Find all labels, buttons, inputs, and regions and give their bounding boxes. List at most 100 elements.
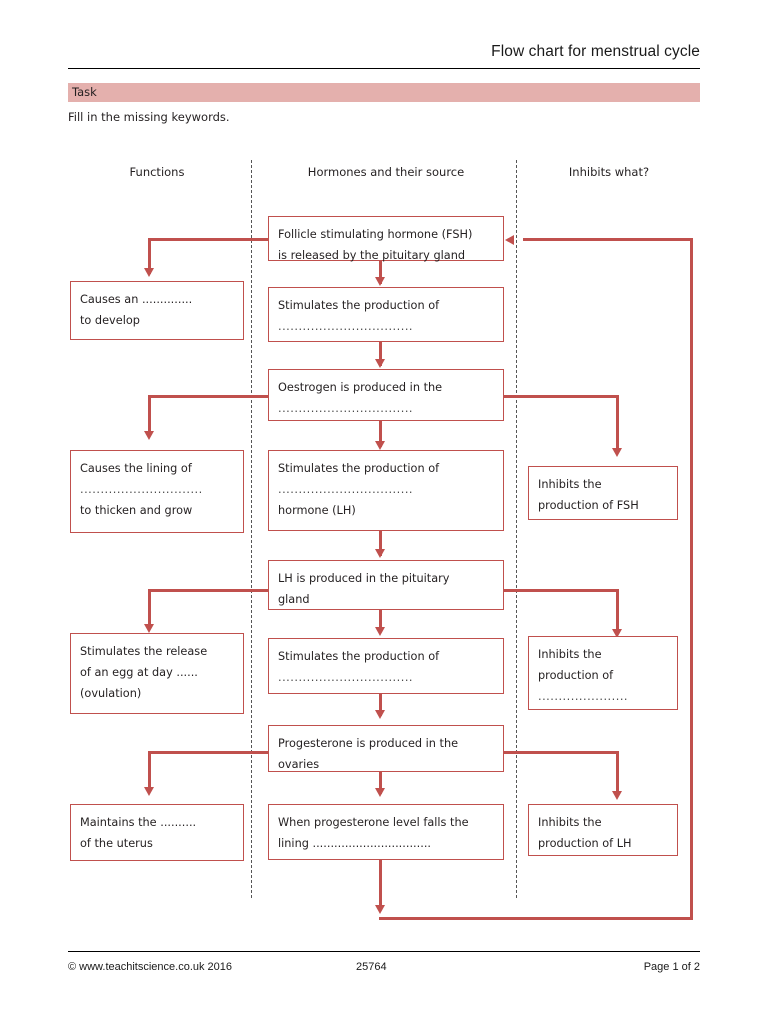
box-line: gland <box>278 592 310 606</box>
arrow-falls-to-loop <box>375 905 385 914</box>
box-line: Stimulates the release <box>80 645 208 658</box>
arrow-progesterone-to-function <box>144 787 154 796</box>
box-blank-dots: .............................. <box>80 482 203 496</box>
connector-progesterone-to-function-h <box>148 751 270 754</box>
footer-copyright: © www.teachitscience.co.uk 2016 <box>68 961 233 973</box>
connector-oestrogen-to-inhibits-h <box>503 395 619 398</box>
connector-fsh-to-function-h <box>148 238 270 241</box>
box-line: Stimulates the production of <box>278 462 440 475</box>
column-header-functions: Functions <box>129 165 185 179</box>
box-oestrogen-inhibits[interactable]: Inhibits the production of FSH <box>528 466 678 520</box>
arrow-lh-stimulates-to-lh-source <box>375 549 385 558</box>
box-oestrogen-stimulates[interactable]: Stimulates the production of ...........… <box>268 450 504 531</box>
connector-lh-source-to-stimulates <box>379 610 382 632</box>
box-lh-function[interactable]: Stimulates the release of an egg at day … <box>70 633 244 714</box>
arrow-oestrogen-to-function <box>144 431 154 440</box>
column-divider-left <box>251 160 252 898</box>
box-line: of an egg at day ...... <box>80 665 198 679</box>
box-blank-dots: ................................. <box>278 319 414 333</box>
connector-stimulates-to-oestrogen <box>379 342 382 366</box>
arrow-lh-source-to-stimulates <box>375 627 385 636</box>
box-line: Maintains the .......... <box>80 816 197 829</box>
connector-oestrogen-to-function-h <box>148 395 270 398</box>
connector-lh-to-inhibits-h <box>503 589 619 592</box>
box-line: Follicle stimulating hormone (FSH) <box>278 228 473 241</box>
box-line: of the uterus <box>80 836 153 850</box>
box-progesterone-source[interactable]: Progesterone is produced in the ovaries <box>268 725 504 772</box>
connector-lh-to-inhibits-v <box>616 589 619 632</box>
box-line: production of FSH <box>538 498 639 512</box>
arrow-fsh-to-function <box>144 268 154 277</box>
box-progesterone-falls[interactable]: When progesterone level falls the lining… <box>268 804 504 860</box>
connector-progesterone-to-function-v <box>148 751 151 791</box>
arrow-lh-to-function <box>144 624 154 633</box>
connector-oestrogen-to-inhibits-v <box>616 395 619 451</box>
box-fsh-function[interactable]: Causes an .............. to develop <box>70 281 244 340</box>
connector-progesterone-to-inhibits-h <box>503 751 619 754</box>
box-line: Stimulates the production of <box>278 299 440 312</box>
page-title: Flow chart for menstrual cycle <box>491 43 700 60</box>
box-line: Oestrogen is produced in the <box>278 381 443 394</box>
box-lh-stimulates[interactable]: Stimulates the production of ...........… <box>268 638 504 694</box>
connector-stimulates-to-progesterone <box>379 694 382 716</box>
task-banner-label: Task <box>72 85 97 99</box>
connector-lh-stimulates-to-lh-source <box>379 530 382 556</box>
feedback-loop-bottom-return <box>379 917 693 920</box>
box-line: When progesterone level falls the <box>278 816 469 829</box>
column-header-inhibits: Inhibits what? <box>568 165 650 179</box>
box-progesterone-inhibits[interactable]: Inhibits the production of LH <box>528 804 678 856</box>
task-banner: Task <box>68 83 700 102</box>
arrow-progesterone-to-inhibits <box>612 791 622 800</box>
footer-divider-rule <box>68 951 700 952</box>
box-lh-source[interactable]: LH is produced in the pituitary gland <box>268 560 504 610</box>
box-line: ovaries <box>278 757 320 771</box>
connector-oestrogen-to-function-v <box>148 395 151 436</box>
box-line: Causes an .............. <box>80 293 193 306</box>
arrow-lh-to-inhibits <box>612 629 622 638</box>
connector-progesterone-to-inhibits-v <box>616 751 619 794</box>
box-blank-dots: ................................. <box>278 401 414 415</box>
feedback-loop-into-fsh <box>523 238 693 241</box>
box-line: production of <box>538 668 614 682</box>
box-line: (ovulation) <box>80 686 142 700</box>
connector-falls-to-loop <box>379 858 382 910</box>
box-blank-dots: ................................. <box>278 482 414 496</box>
box-line: Causes the lining of <box>80 462 192 475</box>
column-divider-right <box>516 160 517 898</box>
box-line: hormone (LH) <box>278 503 356 517</box>
box-blank-dots: ...................... <box>538 689 629 703</box>
feedback-loop-arrowhead-into-fsh <box>505 235 514 245</box>
connector-fsh-to-stimulates <box>379 260 382 284</box>
connector-lh-to-function-v <box>148 589 151 628</box>
connector-fsh-to-function-v <box>148 238 151 274</box>
box-line: lining ................................. <box>278 836 431 850</box>
box-oestrogen-source[interactable]: Oestrogen is produced in the ...........… <box>268 369 504 421</box>
connector-lh-to-function-h <box>148 589 270 592</box>
box-progesterone-function[interactable]: Maintains the .......... of the uterus <box>70 804 244 861</box>
box-fsh-stimulates[interactable]: Stimulates the production of ...........… <box>268 287 504 342</box>
box-line: production of LH <box>538 836 632 850</box>
box-line: to develop <box>80 313 140 327</box>
box-line: Stimulates the production of <box>278 650 440 663</box>
arrow-oestrogen-to-lh-stimulates <box>375 441 385 450</box>
box-line: Progesterone is produced in the <box>278 737 459 750</box>
connector-oestrogen-to-lh-stimulates <box>379 420 382 447</box>
box-line: Inhibits the <box>538 816 602 829</box>
box-line: LH is produced in the pituitary <box>278 572 450 585</box>
box-fsh-source[interactable]: Follicle stimulating hormone (FSH) is re… <box>268 216 504 262</box>
task-instruction: Fill in the missing keywords. <box>68 110 230 124</box>
box-oestrogen-function[interactable]: Causes the lining of ...................… <box>70 450 244 533</box>
box-lh-inhibits[interactable]: Inhibits the production of .............… <box>528 636 678 710</box>
arrow-fsh-to-stimulates <box>375 277 385 286</box>
box-line: to thicken and grow <box>80 503 193 517</box>
arrow-progesterone-to-falls <box>375 788 385 797</box>
box-line: Inhibits the <box>538 478 602 491</box>
arrow-oestrogen-to-inhibits <box>612 448 622 457</box>
header-divider-rule <box>68 68 700 69</box>
footer-page-number: Page 1 of 2 <box>643 961 700 973</box>
connector-progesterone-to-falls <box>379 772 382 794</box>
arrow-stimulates-to-progesterone <box>375 710 385 719</box>
arrow-stimulates-to-oestrogen <box>375 359 385 368</box>
box-blank-dots: ................................. <box>278 670 414 684</box>
box-line: Inhibits the <box>538 648 602 661</box>
